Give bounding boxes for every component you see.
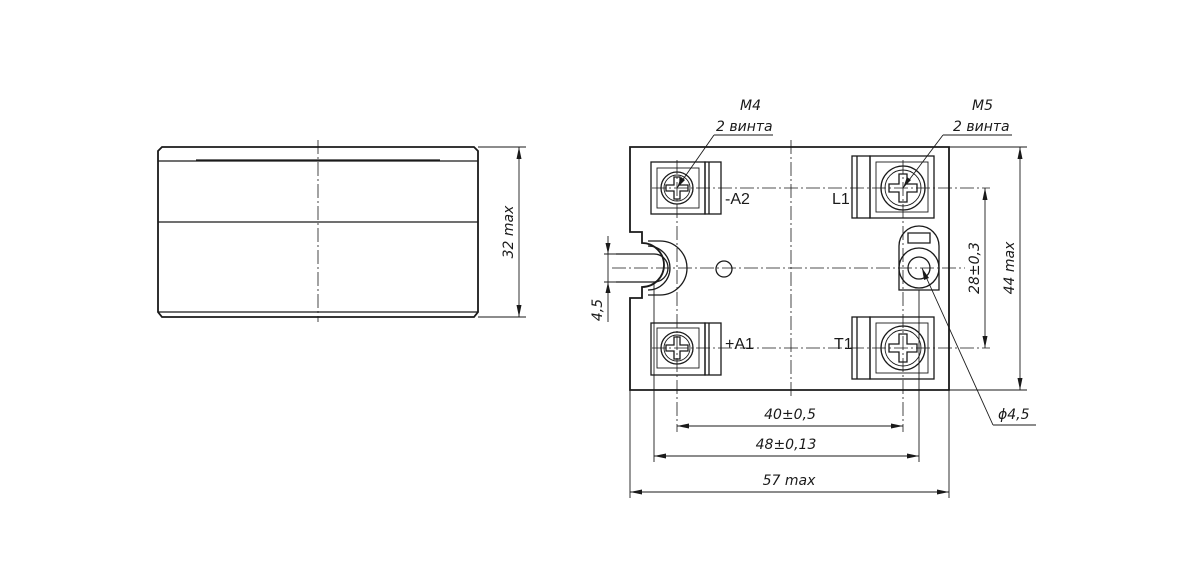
top-view-body-outline: [629, 146, 950, 391]
terminal-spacing-dimension: 28±0,3: [967, 188, 988, 348]
terminal-label-l1: L1: [832, 191, 850, 208]
hole-spacing-dimension: 40±0,5: [677, 407, 903, 429]
terminal-spacing-label: 28±0,3: [967, 242, 983, 294]
callout-m5: M5 2 винта: [902, 98, 1012, 189]
mount-spacing-dimension: 48±0,13: [653, 282, 920, 462]
center-hole: [715, 260, 733, 278]
m4-count-label: 2 винта: [716, 119, 773, 135]
terminal-label-a2: -A2: [725, 191, 750, 208]
screw-head-top-right: [880, 165, 926, 211]
terminal-bottom-left: [650, 322, 722, 376]
top-view: -A2 +A1 L1 T1 M4 2 винта M5 2 винта ϕ4,5: [590, 98, 1036, 498]
terminal-label-a1: +A1: [725, 336, 754, 353]
overall-width-label: 57 max: [763, 473, 816, 489]
terminal-label-t1: T1: [834, 336, 853, 353]
overall-height-label: 44 max: [1002, 241, 1018, 294]
m5-thread-label: M5: [972, 98, 993, 114]
slot-width-dimension: 4,5: [590, 236, 630, 322]
m5-count-label: 2 винта: [953, 119, 1010, 135]
mounting-hole-right: [898, 225, 940, 291]
height-dimension-side: 32 max: [478, 146, 526, 318]
screw-head-bottom-right: [880, 325, 926, 371]
overall-width-dimension: 57 max: [629, 390, 950, 498]
slot-width-label: 4,5: [590, 299, 606, 321]
screw-head-bottom-left: [660, 331, 694, 365]
m4-thread-label: M4: [740, 98, 761, 114]
overall-height-dimension: 44 max: [949, 146, 1027, 391]
terminal-bottom-right: [851, 316, 935, 380]
screw-head-top-left: [660, 171, 694, 205]
mount-spacing-label: 48±0,13: [756, 437, 817, 453]
side-view: 32 max: [157, 140, 526, 322]
callout-m4: M4 2 винта: [676, 98, 773, 189]
phillips-icon: [665, 336, 689, 360]
hole-spacing-label: 40±0,5: [764, 407, 816, 423]
callout-hole-diameter: ϕ4,5: [921, 267, 1036, 426]
hole-diameter-label: ϕ4,5: [998, 407, 1030, 423]
terminal-top-right: [851, 155, 935, 219]
phillips-icon: [888, 333, 918, 363]
side-height-label: 32 max: [501, 205, 517, 258]
